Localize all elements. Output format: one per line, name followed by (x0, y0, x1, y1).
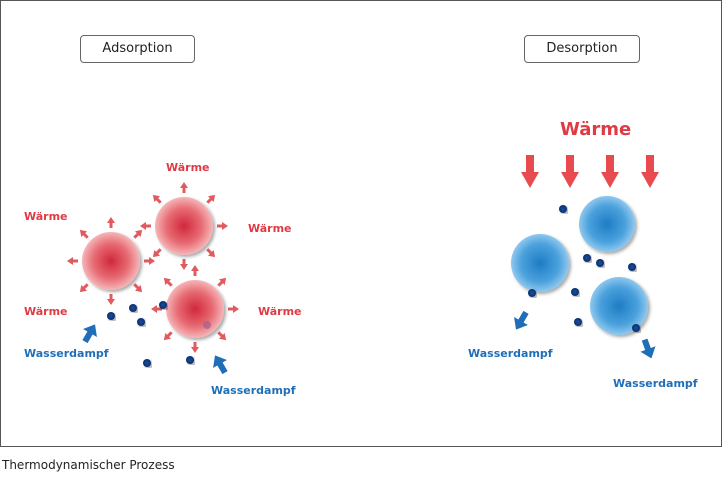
heat-ray-arrow-icon (152, 248, 162, 258)
desorption-title: Desorption (524, 35, 640, 63)
water-molecule (186, 356, 194, 364)
water-molecule (632, 324, 640, 332)
heat-ray-arrow-icon (206, 194, 216, 204)
adsorbent-sphere (155, 197, 213, 255)
heat-ray-arrow-icon (191, 342, 199, 353)
water-molecule (137, 318, 145, 326)
adsorbent-sphere (579, 196, 635, 252)
heat-ray-arrow-icon (107, 294, 115, 305)
water-molecule (571, 288, 579, 296)
vapor-label: Wasserdampf (613, 377, 698, 390)
vapor-label: Wasserdampf (211, 384, 296, 397)
heat-ray-arrow-icon (180, 182, 188, 193)
water-molecule (143, 359, 151, 367)
diagram: Wärme Wärme Wärme Wärme Wärme Wasserdamp… (24, 119, 698, 397)
adsorption-title: Adsorption (80, 35, 195, 63)
water-molecule (574, 318, 582, 326)
adsorbent-sphere (82, 232, 140, 290)
water-molecule (528, 289, 536, 297)
heat-ray-arrow-icon (67, 257, 78, 265)
water-molecule (596, 259, 604, 267)
heat-ray-arrow-icon (217, 222, 228, 230)
heat-label: Wärme (24, 305, 68, 318)
heat-ray-arrow-icon (163, 331, 173, 341)
water-molecule (559, 205, 567, 213)
heat-label-large: Wärme (560, 119, 631, 140)
water-molecule (159, 301, 167, 309)
heat-ray-arrow-icon (228, 305, 239, 313)
heat-input-arrow-icon (641, 155, 659, 188)
vapor-label: Wasserdampf (24, 347, 109, 360)
heat-label: Wärme (166, 161, 210, 174)
water-molecule (628, 263, 636, 271)
heat-ray-arrow-icon (217, 277, 227, 287)
heat-ray-arrow-icon (151, 305, 162, 313)
adsorbent-sphere (166, 280, 224, 338)
vapor-out-arrow-icon (640, 338, 656, 359)
vapor-in-arrow-icon (213, 355, 228, 375)
vapor-label: Wasserdampf (468, 347, 553, 360)
heat-ray-arrow-icon (191, 265, 199, 276)
heat-ray-arrow-icon (107, 217, 115, 228)
adsorbed-molecule (203, 321, 211, 329)
heat-ray-arrow-icon (133, 229, 143, 239)
heat-ray-arrow-icon (206, 248, 216, 258)
heat-ray-arrow-icon (152, 194, 162, 204)
heat-label: Wärme (24, 210, 68, 223)
heat-ray-arrow-icon (163, 277, 173, 287)
heat-input-arrow-icon (561, 155, 579, 188)
heat-ray-arrow-icon (133, 283, 143, 293)
heat-input-arrow-icon (521, 155, 539, 188)
heat-label: Wärme (248, 222, 292, 235)
diagram-frame (0, 0, 722, 447)
water-molecule (583, 254, 591, 262)
heat-label: Wärme (258, 305, 302, 318)
heat-input-arrow-icon (601, 155, 619, 188)
heat-ray-arrow-icon (217, 331, 227, 341)
water-molecule (129, 304, 137, 312)
vapor-out-arrow-icon (514, 310, 529, 330)
figure-caption: Thermodynamischer Prozess (2, 458, 175, 472)
vapor-in-arrow-icon (82, 324, 97, 344)
heat-ray-arrow-icon (180, 259, 188, 270)
heat-ray-arrow-icon (140, 222, 151, 230)
adsorbent-sphere (511, 234, 569, 292)
adsorbent-sphere (590, 277, 648, 335)
heat-ray-arrow-icon (79, 229, 89, 239)
water-molecule (107, 312, 115, 320)
heat-ray-arrow-icon (144, 257, 155, 265)
heat-ray-arrow-icon (79, 283, 89, 293)
